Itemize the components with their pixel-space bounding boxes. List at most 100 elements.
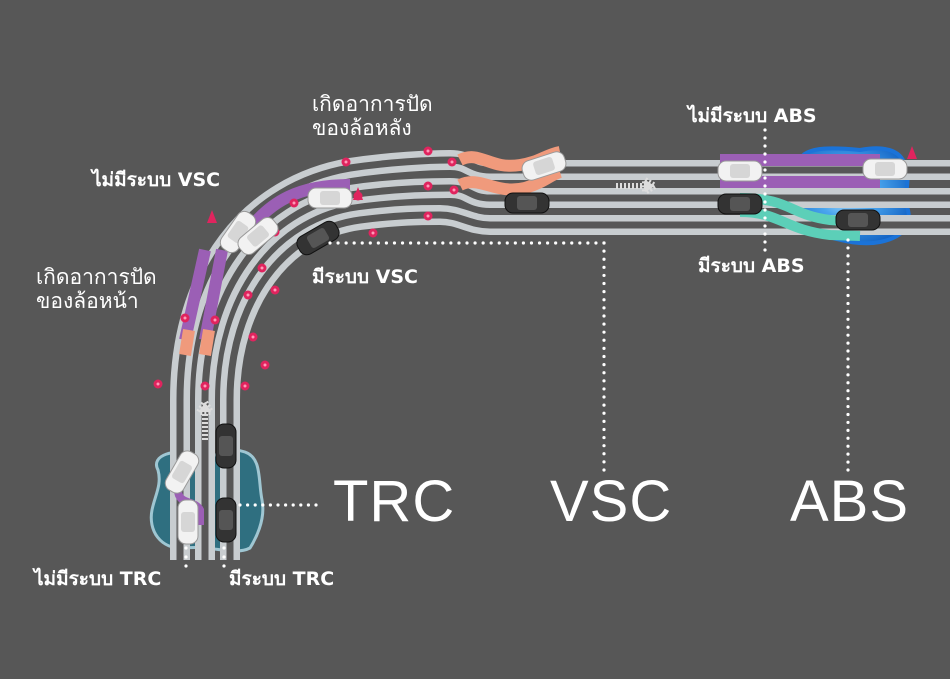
leader-dot bbox=[602, 452, 606, 456]
car-roof bbox=[172, 460, 192, 484]
leader-dot bbox=[513, 241, 517, 245]
leader-dot bbox=[846, 238, 850, 242]
leader-dot bbox=[846, 309, 850, 313]
system-title-vsc: VSC bbox=[550, 469, 673, 534]
leader-dot bbox=[602, 241, 606, 245]
understeer-label: เกิดอาการปัด ของล้อหน้า bbox=[36, 265, 157, 313]
leader-dot bbox=[846, 373, 850, 377]
leader-dot bbox=[184, 555, 188, 559]
traffic-cone-icon bbox=[907, 146, 917, 159]
understeer-label-line1: เกิดอาการปัด bbox=[36, 265, 157, 289]
hazard-marker-center bbox=[450, 160, 454, 164]
understeer-label-line2: ของล้อหน้า bbox=[36, 289, 139, 314]
leader-dot bbox=[602, 468, 606, 472]
leader-dot bbox=[284, 503, 288, 507]
leader-dot bbox=[846, 452, 850, 456]
leader-dot bbox=[505, 241, 509, 245]
hazard-marker-center bbox=[251, 335, 255, 339]
leader-dot bbox=[602, 265, 606, 269]
leader-dot bbox=[846, 262, 850, 266]
leader-dot bbox=[246, 503, 250, 507]
leader-dot bbox=[299, 503, 303, 507]
leader-dot bbox=[521, 241, 526, 245]
with-vsc-label: มีระบบ VSC bbox=[312, 266, 419, 288]
leader-dot bbox=[222, 546, 226, 550]
leader-dot bbox=[268, 503, 272, 507]
leader-dot bbox=[602, 338, 606, 342]
without-trc-label: ไม่มีระบบ TRC bbox=[34, 568, 162, 590]
understeer-skid-start bbox=[179, 329, 215, 356]
leader-dot bbox=[602, 363, 606, 367]
leader-dot bbox=[602, 322, 606, 326]
leader-dot bbox=[763, 192, 767, 196]
leader-dot bbox=[602, 354, 606, 359]
leader-dot bbox=[473, 241, 477, 245]
leader-dot bbox=[529, 241, 534, 245]
leader-dot bbox=[846, 428, 850, 432]
leader-dot bbox=[846, 436, 850, 440]
leader-dot bbox=[602, 306, 606, 310]
car-dark-icon bbox=[835, 209, 881, 231]
leader-dot bbox=[602, 346, 606, 350]
leader-dot bbox=[602, 257, 606, 261]
leader-dot bbox=[554, 241, 558, 245]
leader-dot bbox=[602, 435, 606, 440]
leader-dot bbox=[537, 241, 542, 245]
leader-dot bbox=[763, 128, 767, 132]
leader-dot bbox=[328, 241, 332, 245]
no-abs-skid-mark bbox=[720, 154, 880, 188]
leader-dot bbox=[602, 330, 606, 334]
hazard-marker-center bbox=[273, 288, 277, 292]
leader-dot bbox=[763, 240, 767, 244]
leader-dot bbox=[384, 241, 389, 245]
leader-dot bbox=[846, 389, 850, 393]
car-roof bbox=[181, 512, 195, 532]
car-white-icon bbox=[164, 450, 200, 494]
leader-dot bbox=[489, 241, 493, 245]
leader-dot bbox=[276, 503, 280, 507]
hazard-marker-center bbox=[344, 160, 348, 164]
leader-dot bbox=[763, 152, 767, 156]
leader-dot bbox=[222, 564, 226, 568]
car-roof bbox=[848, 213, 868, 227]
hazard-marker-center bbox=[426, 149, 430, 153]
leader-dot bbox=[846, 397, 850, 401]
leader-dot bbox=[457, 241, 461, 245]
leader-dot bbox=[602, 273, 606, 278]
leader-dot bbox=[846, 468, 850, 472]
leader-dot bbox=[763, 232, 767, 236]
leader-dot bbox=[570, 241, 574, 245]
car-roof bbox=[730, 164, 750, 178]
car-dark-icon bbox=[717, 193, 763, 215]
leader-dot bbox=[846, 341, 850, 345]
leader-dot bbox=[344, 241, 348, 245]
leader-dot bbox=[846, 317, 850, 321]
leader-dot bbox=[602, 395, 606, 399]
leader-dot bbox=[846, 285, 850, 290]
car-dark-icon bbox=[504, 192, 550, 214]
leader-dot bbox=[846, 246, 850, 250]
leader-dot bbox=[763, 136, 767, 140]
leader-dot bbox=[846, 460, 850, 464]
leader-dot bbox=[846, 357, 850, 361]
car-roof bbox=[219, 436, 233, 456]
leader-dot bbox=[846, 412, 850, 417]
leader-dot bbox=[184, 546, 188, 550]
leader-dot bbox=[417, 241, 421, 245]
leader-dot bbox=[465, 241, 469, 245]
leader-dot bbox=[846, 365, 850, 369]
car-roof bbox=[517, 196, 537, 210]
leader-dot bbox=[184, 564, 188, 568]
oversteer-label: เกิดอาการปัด ของล้อหลัง bbox=[312, 92, 433, 140]
leader-dot bbox=[763, 216, 767, 220]
hazard-marker-center bbox=[183, 316, 187, 320]
car-white-icon bbox=[307, 187, 353, 209]
leader-dot bbox=[763, 160, 767, 164]
car-white-icon bbox=[237, 216, 279, 256]
leader-dot bbox=[602, 387, 606, 391]
hazard-marker-center bbox=[213, 318, 217, 322]
with-trc-label: มีระบบ TRC bbox=[229, 568, 335, 590]
leader-dot bbox=[392, 241, 397, 245]
road-lane-gap bbox=[226, 211, 950, 560]
leader-dot bbox=[602, 379, 606, 383]
